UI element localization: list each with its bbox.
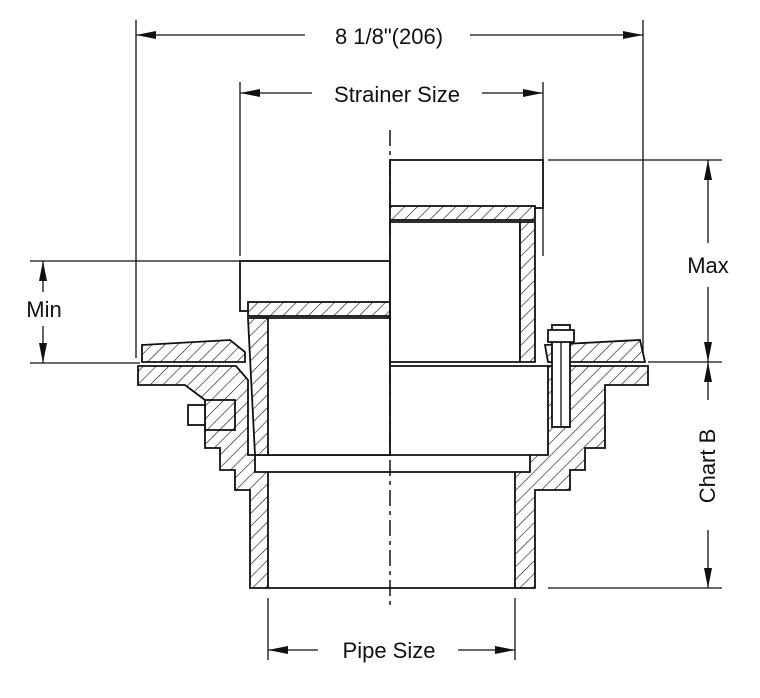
strainer-high bbox=[389, 159, 548, 367]
arrow-up-icon bbox=[704, 160, 712, 180]
arrow-up-icon bbox=[704, 362, 712, 382]
arrow-left-icon bbox=[136, 31, 156, 39]
pipe-size-dimension: Pipe Size bbox=[267, 598, 516, 663]
overall-width-dimension: 8 1/8"(206) bbox=[135, 20, 644, 358]
side-plug bbox=[187, 399, 236, 431]
arrow-left-icon bbox=[268, 646, 288, 654]
max-dimension: Max bbox=[548, 159, 729, 363]
max-label: Max bbox=[687, 253, 729, 278]
arrow-down-icon bbox=[704, 342, 712, 362]
chart-b-label: Chart B bbox=[695, 429, 720, 504]
pipe-size-label: Pipe Size bbox=[343, 638, 436, 663]
min-label: Min bbox=[26, 297, 61, 322]
chart-b-dimension: Chart B bbox=[548, 362, 722, 589]
arrow-right-icon bbox=[623, 31, 643, 39]
strainer-low bbox=[239, 260, 391, 456]
arrow-right-icon bbox=[495, 646, 515, 654]
arrow-down-icon bbox=[704, 568, 712, 588]
arrow-up-icon bbox=[39, 261, 47, 281]
arrow-left-icon bbox=[240, 89, 260, 97]
strainer-size-dimension: Strainer Size bbox=[239, 82, 544, 256]
arrow-right-icon bbox=[523, 89, 543, 97]
strainer-size-label: Strainer Size bbox=[334, 82, 460, 107]
overall-width-label: 8 1/8"(206) bbox=[335, 24, 443, 49]
bolt bbox=[547, 324, 575, 428]
min-dimension: Min bbox=[26, 260, 240, 364]
arrow-down-icon bbox=[39, 343, 47, 363]
